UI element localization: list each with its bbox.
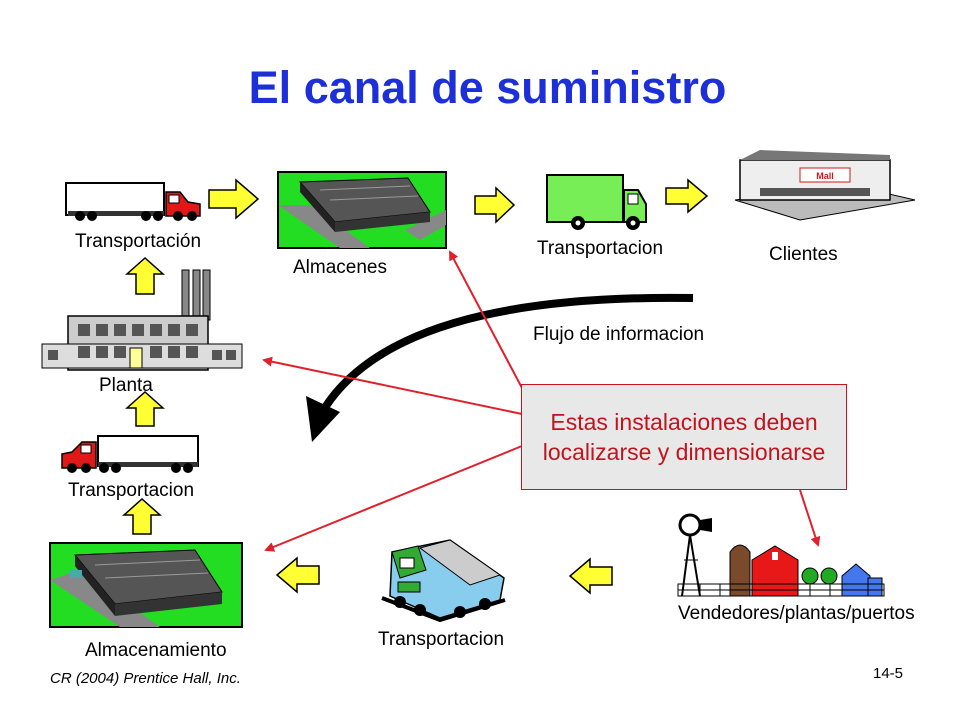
farm-icon xyxy=(677,513,885,597)
label-transport-top-left: Transportación xyxy=(75,231,202,252)
warehouse-icon xyxy=(49,542,243,628)
up-arrow-icon xyxy=(125,390,165,427)
callout-text: Estas instalaciones deben localizarse y … xyxy=(542,409,826,465)
store-icon: Mall xyxy=(734,150,916,221)
label-transport-train: Transportacion xyxy=(378,629,505,650)
label-transport-mid-left: Transportacion xyxy=(68,480,195,501)
label-clientes: Clientes xyxy=(769,244,838,265)
semi-truck-icon xyxy=(61,435,199,473)
label-flujo-informacion: Flujo de informacion xyxy=(533,324,705,345)
right-arrow-icon xyxy=(208,178,260,220)
locomotive-icon xyxy=(381,539,506,623)
semi-truck-icon xyxy=(65,182,201,221)
svg-text:Mall: Mall xyxy=(816,171,834,181)
callout-box: Estas instalaciones deben localizarse y … xyxy=(521,384,847,490)
left-arrow-icon xyxy=(568,557,613,595)
page-number: 14-5 xyxy=(873,665,904,682)
up-arrow-icon xyxy=(122,497,162,535)
footer-credit: CR (2004) Prentice Hall, Inc. xyxy=(50,670,241,687)
label-planta: Planta xyxy=(99,375,153,396)
label-vendedores: Vendedores/plantas/puertos xyxy=(678,603,915,624)
left-arrow-icon xyxy=(275,556,320,594)
label-transport-green-truck: Transportacion xyxy=(537,238,664,259)
callout-pointer-arrows xyxy=(262,250,821,552)
up-arrow-icon xyxy=(125,256,165,295)
factory-icon xyxy=(41,269,243,371)
page-title: El canal de suministro xyxy=(248,62,727,113)
warehouse-icon xyxy=(277,171,447,249)
label-almacenamiento: Almacenamiento xyxy=(85,640,227,661)
label-almacenes: Almacenes xyxy=(293,257,387,278)
right-arrow-icon xyxy=(474,186,516,224)
box-truck-icon xyxy=(546,174,647,230)
right-arrow-icon xyxy=(665,178,709,214)
